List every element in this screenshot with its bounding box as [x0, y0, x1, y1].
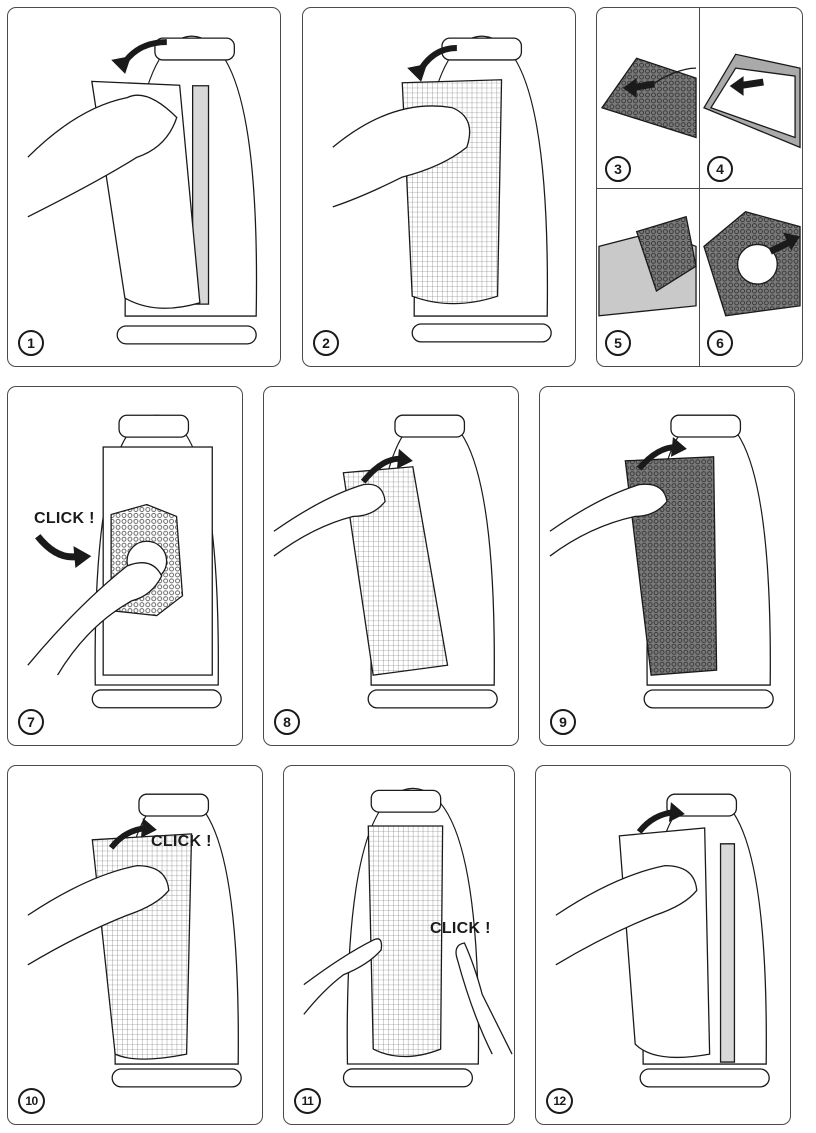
click-label: CLICK ! [34, 510, 95, 527]
step-panel-11: CLICK ! 11 [283, 765, 515, 1125]
remove-front-cover-illustration [27, 35, 258, 345]
vertical-divider [699, 8, 701, 366]
step-number-7: 7 [18, 709, 44, 735]
step-number-9: 9 [550, 709, 576, 735]
horizontal-divider [597, 188, 802, 190]
step-number-11: 11 [294, 1088, 321, 1114]
step-number-6: 6 [707, 330, 733, 356]
insert-hepa-filter-illustration [273, 414, 498, 709]
step-panel-1: 1 [7, 7, 281, 367]
click-label: CLICK ! [430, 920, 491, 937]
step-number-12: 12 [546, 1088, 573, 1114]
insert-carbon-filter-illustration [549, 414, 774, 709]
step-number-5: 5 [605, 330, 631, 356]
step-number-10: 10 [18, 1088, 45, 1114]
click-label: CLICK ! [151, 833, 212, 850]
step-panel-12: 12 [535, 765, 791, 1125]
step-number-4: 4 [707, 156, 733, 182]
step-panel-8: 8 [263, 386, 519, 746]
step-number-3: 3 [605, 156, 631, 182]
step-number-1: 1 [18, 330, 44, 356]
press-pre-filter-click-illustration [303, 787, 513, 1088]
step-number-2: 2 [313, 330, 339, 356]
attach-front-cover-illustration [555, 793, 770, 1088]
step-panel-10: CLICK ! 10 [7, 765, 263, 1125]
step-panel-9: 9 [539, 386, 795, 746]
attach-filter-click-illustration [27, 414, 222, 709]
remove-pre-filter-illustration [332, 35, 552, 343]
attach-pre-filter-click-illustration [27, 793, 242, 1088]
curved-arrow-icon [35, 534, 81, 561]
filter-handling-illustrations [598, 53, 801, 317]
step-number-8: 8 [274, 709, 300, 735]
straight-arrow-icon [768, 238, 793, 255]
step-panel-3-6: 3 4 5 6 [596, 7, 803, 367]
step-panel-7: CLICK ! 7 [7, 386, 243, 746]
step-panel-2: 2 [302, 7, 576, 367]
